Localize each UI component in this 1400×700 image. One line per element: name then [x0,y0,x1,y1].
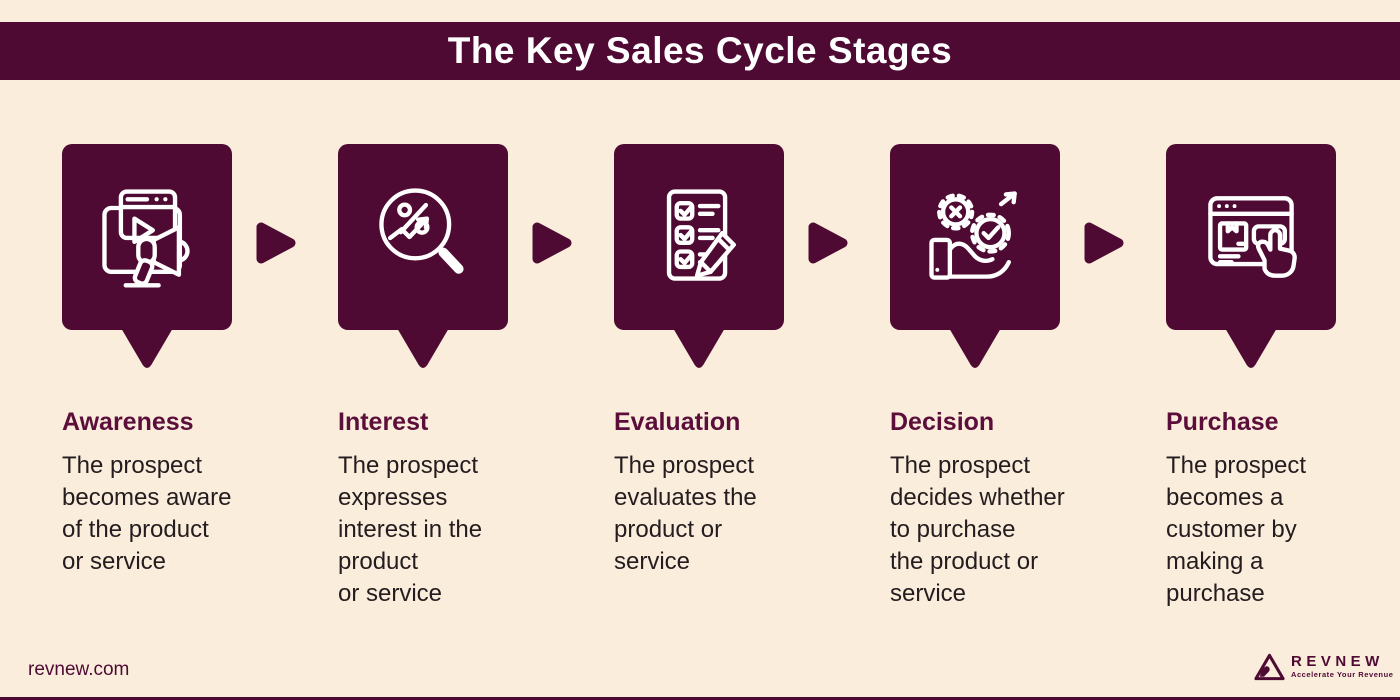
speech-bubble [890,144,1060,368]
stage-card-awareness: Awareness The prospect becomes aware of … [62,144,302,575]
flow-arrow-icon [1084,222,1124,264]
buy-click-icon [1208,196,1297,278]
stage-description: The prospect becomes aware of the produc… [62,452,232,575]
stage-title: Decision [890,408,995,436]
header-band: The Key Sales Cycle Stages [0,22,1400,80]
hand-gears-icon [929,191,1017,280]
brand-tagline: Accelerate Your Revenue [1291,670,1394,679]
flow-arrow-icon [808,222,848,264]
stage-card-evaluation: Evaluation The prospect evaluates the pr… [614,144,854,575]
stage-card-decision: Decision The prospect decides whether to… [890,144,1130,607]
speech-bubble [62,144,232,368]
stage-card-purchase: Purchase The prospect becomes a customer… [1166,144,1400,607]
flow-arrow-icon [532,222,572,264]
stage-description: The prospect evaluates the product or se… [614,452,757,575]
megaphone-monitor-icon [102,189,190,288]
stage-description: The prospect decides whether to purchase… [890,452,1065,607]
checklist-pencil-icon [666,189,736,281]
flow-arrow-icon [256,222,296,264]
bubble-tail [673,328,725,368]
stage-description: The prospect expresses interest in the p… [338,452,483,607]
stage-description: The prospect becomes a customer by makin… [1166,452,1307,607]
page-title: The Key Sales Cycle Stages [447,30,953,71]
speech-bubble [614,144,784,368]
stage-title: Purchase [1166,408,1279,436]
stage-title: Awareness [62,408,194,436]
bubble-tail [121,328,173,368]
bubble-tail [397,328,449,368]
brand-text: REVNEW Accelerate Your Revenue [1291,654,1393,680]
brand-triangle-icon [1254,653,1285,681]
bubble-tail [1225,328,1277,368]
bottom-border [0,697,1400,700]
brand-logo: REVNEW Accelerate Your Revenue [1254,652,1393,682]
website-url: revnew.com [28,659,130,680]
brand-name: REVNEW [1291,653,1384,670]
speech-bubble [338,144,508,368]
speech-bubble [1166,144,1336,368]
stage-title: Evaluation [614,408,741,436]
stage-card-interest: Interest The prospect expresses interest… [338,144,578,607]
magnifier-growth-icon [379,188,464,274]
stage-title: Interest [338,408,429,436]
bubble-tail [949,328,1001,368]
